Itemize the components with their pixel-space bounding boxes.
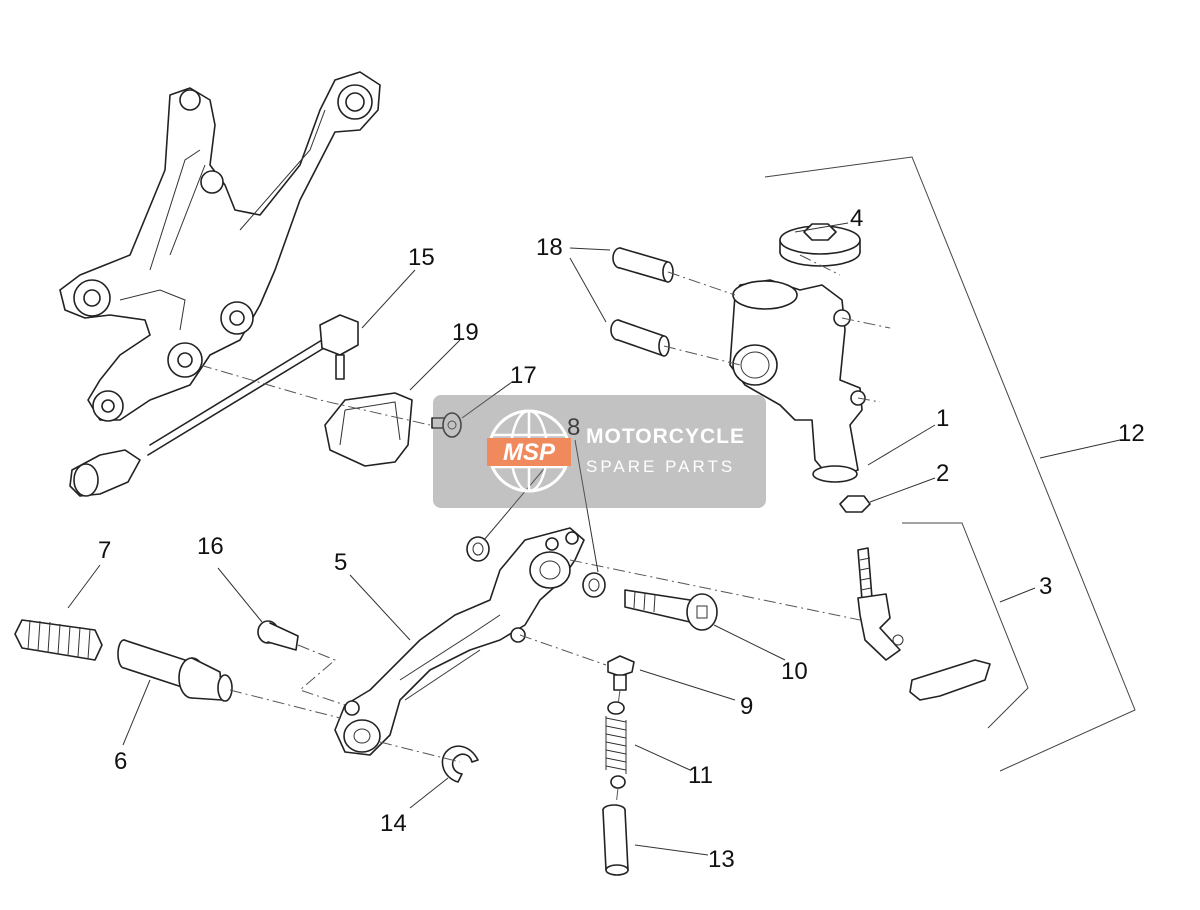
callout-16: 16 — [197, 533, 224, 560]
callout-15: 15 — [408, 244, 435, 271]
callout-1: 1 — [936, 405, 949, 432]
part-5-brake-pedal — [334, 527, 585, 756]
part-7-rubber-boot — [14, 619, 103, 661]
footrest-bracket — [59, 71, 381, 422]
part-19-switch-bracket — [324, 392, 413, 467]
callout-18: 18 — [536, 234, 563, 261]
callout-9: 9 — [740, 693, 753, 720]
part-1-master-cylinder — [729, 279, 866, 483]
callout-17: 17 — [510, 362, 537, 389]
part-16-bolt — [257, 620, 299, 651]
callout-3: 3 — [1039, 573, 1052, 600]
callout-19: 19 — [452, 319, 479, 346]
part-9-screw — [607, 655, 635, 691]
bracket-3 — [902, 522, 1029, 729]
globe-icon: MSP — [487, 409, 571, 493]
callout-13: 13 — [708, 846, 735, 873]
callout-5: 5 — [334, 549, 347, 576]
part-8-o-rings — [466, 536, 606, 598]
watermark: MSP MOTORCYCLE SPARE PARTS — [433, 395, 766, 508]
part-10-shoulder-bolt — [624, 589, 718, 631]
part-4-reservoir-cap — [779, 223, 861, 267]
watermark-subtitle: SPARE PARTS — [586, 457, 736, 476]
watermark-title: MOTORCYCLE — [586, 425, 745, 448]
callout-4: 4 — [850, 205, 863, 232]
bracket-12 — [764, 156, 1136, 772]
callout-labels: 1 2 3 4 5 6 7 8 9 10 11 12 13 14 15 16 1… — [98, 205, 1145, 873]
part-14-circlip — [441, 745, 479, 783]
part-15-sensor-cable — [69, 314, 359, 497]
callout-14: 14 — [380, 810, 407, 837]
part-18-pins — [610, 247, 674, 357]
callout-10: 10 — [781, 658, 808, 685]
part-2-nut — [839, 495, 871, 513]
callout-6: 6 — [114, 748, 127, 775]
part-6-pivot-shaft — [117, 639, 233, 702]
part-11-spring — [605, 701, 627, 789]
logo-badge — [487, 438, 571, 466]
callout-12: 12 — [1118, 420, 1145, 447]
callout-11: 11 — [688, 762, 713, 789]
assembly-axes — [199, 254, 891, 807]
logo-text: MSP — [503, 439, 556, 466]
leader-lines — [67, 222, 1121, 856]
callout-8: 8 — [567, 414, 580, 441]
part-17-washer — [431, 412, 462, 438]
part-13-sleeve — [602, 804, 629, 876]
callout-7: 7 — [98, 537, 111, 564]
callout-2: 2 — [936, 460, 949, 487]
part-3-push-rod — [857, 547, 991, 701]
